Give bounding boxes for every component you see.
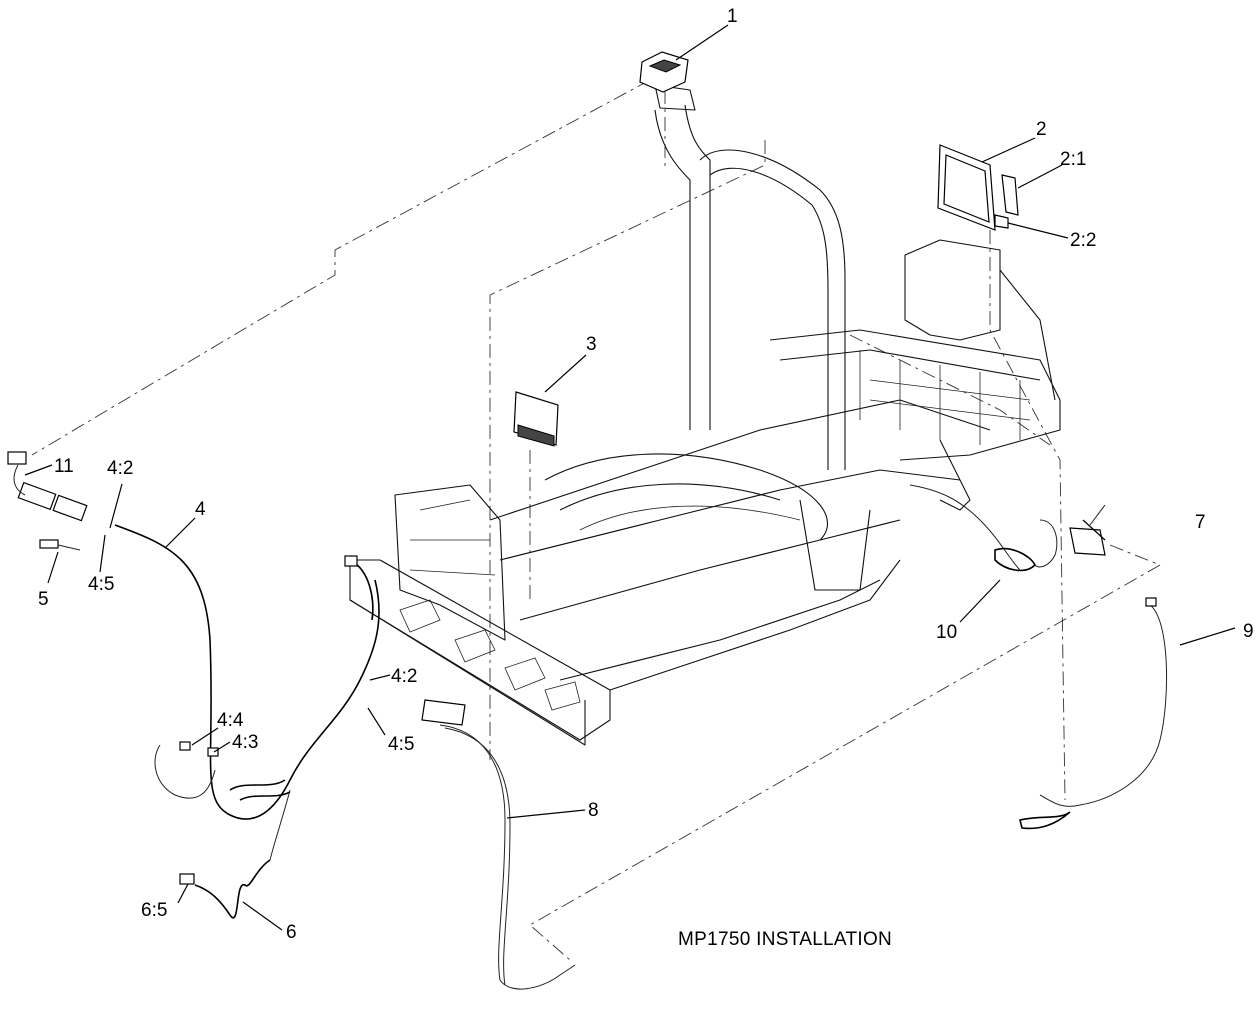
callout-4-2-upper: 4:2	[107, 458, 133, 479]
callout-4-3: 4:3	[232, 732, 258, 753]
part-1-receiver	[639, 51, 689, 93]
callout-7: 7	[1195, 512, 1206, 533]
callout-2-2: 2:2	[1070, 230, 1096, 251]
callout-3: 3	[586, 334, 597, 355]
chassis-frame	[349, 84, 1061, 746]
diagram-title: MP1750 INSTALLATION	[678, 929, 892, 950]
callout-9: 9	[1243, 621, 1254, 642]
callout-4: 4	[195, 499, 206, 520]
callout-10: 10	[936, 622, 957, 643]
callout-labels: 1 2 2:1 2:2 3 4 4:2 4:5 4:2 4:5 4:4 4:3 …	[38, 6, 1254, 943]
callout-4-5-upper: 4:5	[88, 574, 114, 595]
callout-5: 5	[38, 589, 49, 610]
part-4-connectors	[7, 451, 358, 757]
part-10-harness	[909, 484, 1058, 572]
part-4-harness	[114, 524, 380, 861]
callout-6: 6	[286, 922, 297, 943]
callout-4-2-lower: 4:2	[391, 666, 417, 687]
callout-8: 8	[588, 800, 599, 821]
part-3-control-module	[513, 391, 559, 447]
part-6-harness	[179, 859, 271, 919]
leader-lines	[24, 24, 1236, 931]
callout-4-4: 4:4	[217, 710, 244, 731]
callout-11: 11	[54, 456, 74, 477]
part-9-cable	[1019, 597, 1168, 830]
part-2-2-bracket	[994, 214, 1009, 229]
part-2-1-mount	[1001, 174, 1019, 216]
part-2-display	[937, 144, 996, 231]
part-7-bracket	[1069, 504, 1106, 556]
callout-2-1: 2:1	[1060, 149, 1086, 170]
callout-2: 2	[1036, 119, 1047, 140]
part-8-cable	[421, 699, 576, 990]
callout-1: 1	[727, 6, 738, 27]
callout-6-5: 6:5	[141, 900, 167, 921]
callout-4-5-lower: 4:5	[388, 734, 414, 755]
